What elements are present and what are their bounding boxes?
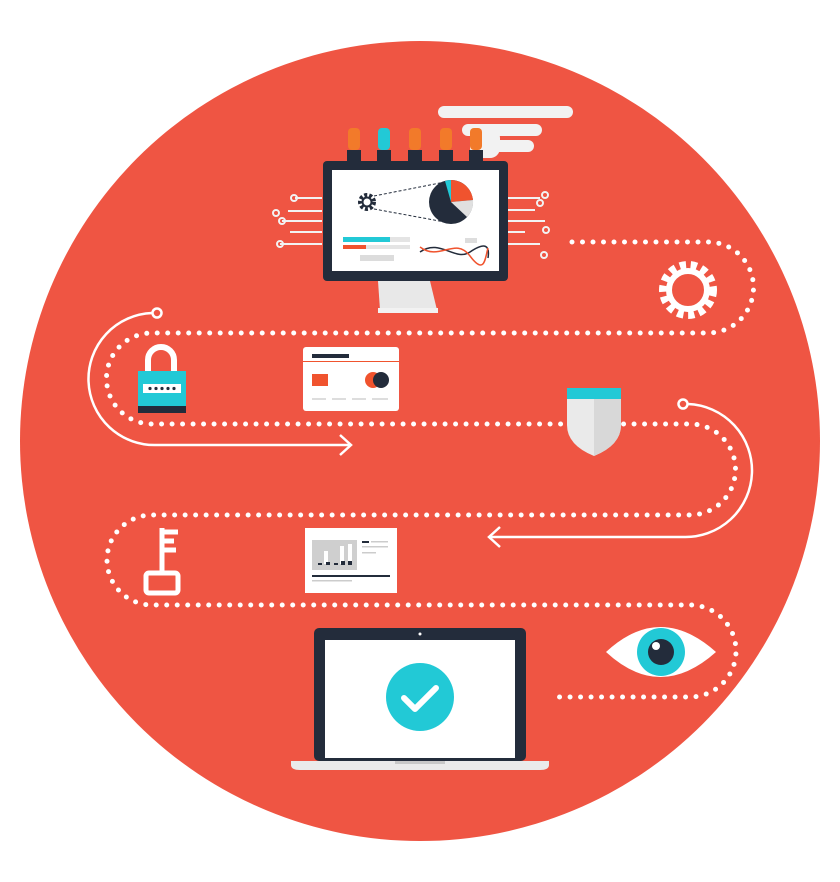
padlock-icon xyxy=(138,344,186,413)
screen-gear-icon xyxy=(358,193,376,211)
shield-icon xyxy=(567,388,621,456)
pie-chart-icon xyxy=(429,179,474,224)
credit-card-icon xyxy=(303,347,399,411)
gear-icon xyxy=(659,261,717,319)
checkmark-circle-icon xyxy=(386,663,454,731)
monitor-dashboard-icon xyxy=(272,128,550,313)
arrow-line-left xyxy=(87,307,353,456)
report-document-icon xyxy=(305,528,397,593)
key-icon xyxy=(143,528,181,596)
dotted-path xyxy=(104,239,756,700)
eye-icon xyxy=(606,627,716,677)
vacuum-tubes xyxy=(347,128,483,164)
arrow-line-right xyxy=(487,398,754,548)
circuit-wires xyxy=(272,191,550,259)
laptop-check-icon xyxy=(291,628,549,770)
